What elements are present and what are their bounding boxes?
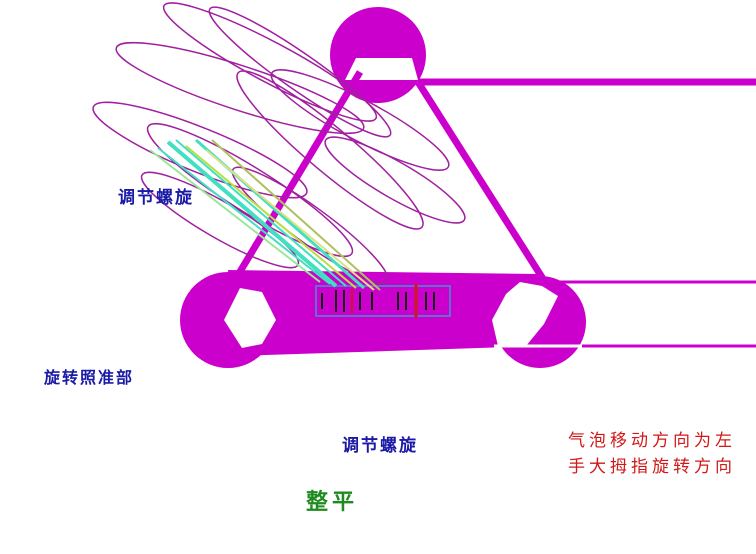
tribrach-frame — [232, 70, 756, 284]
top-foot-screw — [330, 7, 426, 103]
top-screw-notch — [345, 58, 418, 80]
rotate-sight-label: 旋转照准部 — [44, 368, 135, 387]
left-screw-notch — [224, 288, 276, 348]
adjust-screw-label-upper: 调节螺旋 — [118, 188, 194, 208]
right-screw-notch — [492, 282, 558, 346]
level-graduations — [321, 290, 435, 312]
thumb-rotation-curves — [149, 138, 381, 291]
bubble-direction-rule: 气泡移动方向为左手大拇指旋转方向 — [568, 431, 736, 477]
adjust-screw-label-lower: 调节螺旋 — [342, 436, 418, 456]
rotation-motion-loops — [92, 2, 466, 284]
tube-level-icon — [315, 285, 451, 317]
leveling-title: 整平 — [306, 490, 359, 515]
